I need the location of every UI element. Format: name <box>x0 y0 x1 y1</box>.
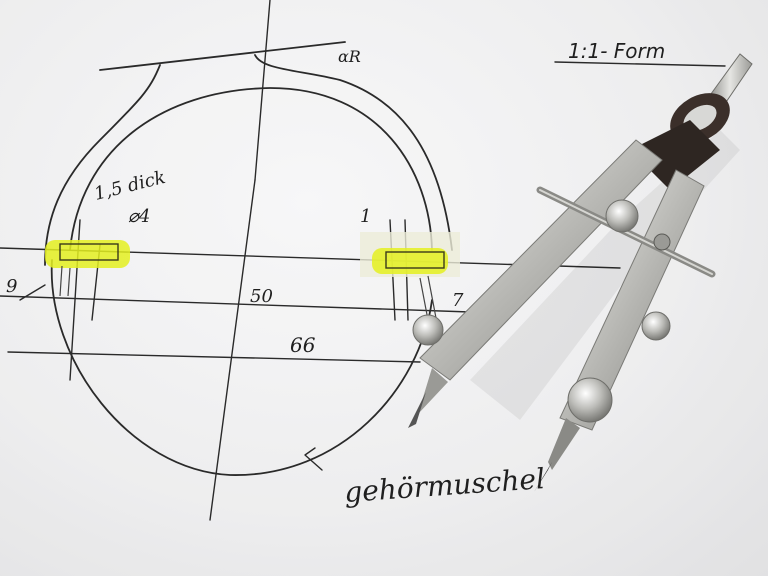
dim-left: 9 <box>6 276 17 297</box>
diameter-note: ⌀4 <box>128 206 150 227</box>
dim-total: 66 <box>290 333 316 357</box>
drawing-compass <box>408 53 753 492</box>
dim-mid: 50 <box>250 286 273 307</box>
slot-right <box>360 232 460 321</box>
dim-small-right: 1 <box>360 206 371 227</box>
headband-outline <box>44 41 453 476</box>
scale-label: 1:1- Form <box>568 39 665 63</box>
dim-right: 7 <box>452 290 464 311</box>
corner-mark: αR <box>338 47 361 66</box>
slot-left <box>45 240 130 297</box>
